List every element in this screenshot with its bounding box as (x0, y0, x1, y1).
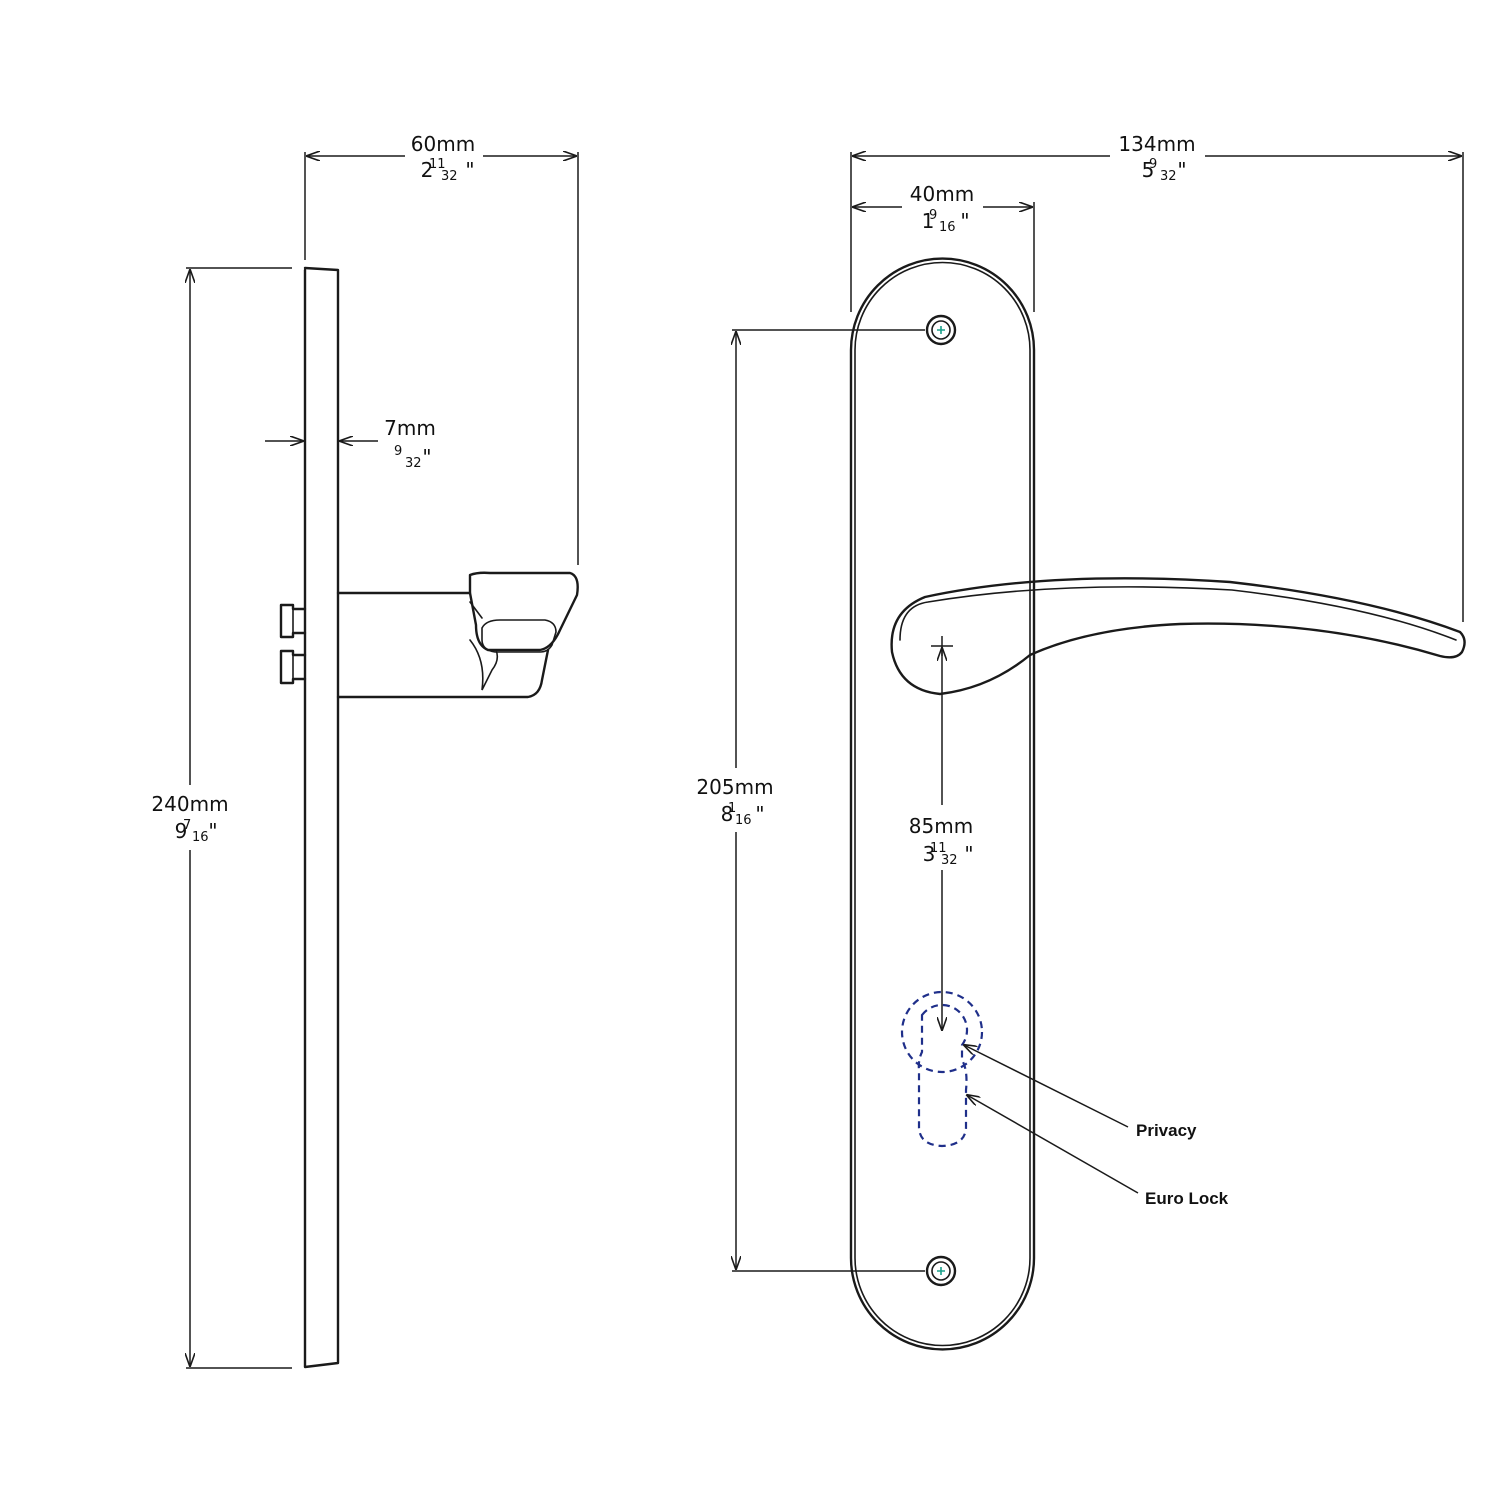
callout-privacy: Privacy (964, 1045, 1197, 1140)
dim-screw-centers-num: 1 (728, 801, 736, 816)
callout-euro-lock: Euro Lock (967, 1095, 1229, 1208)
dim-overall-width-metric: 134mm (1118, 132, 1195, 156)
dim-backset-to-lock-mark: " (964, 842, 973, 866)
privacy-turn-circle (900, 990, 984, 1074)
dim-screw-centers: 205mm 8 1 16 " (696, 329, 925, 1272)
dim-plate-height-whole: 9 (175, 819, 188, 843)
dim-backset-to-lock-num: 11 (930, 841, 947, 856)
dim-plate-width-den: 16 (939, 220, 956, 235)
dim-overall-depth-metric: 60mm (411, 132, 475, 156)
side-handle-rosette (481, 619, 557, 653)
dim-plate-width-metric: 40mm (910, 182, 974, 206)
side-screw-bottom (279, 649, 307, 685)
dim-overall-depth-den: 32 (441, 169, 458, 184)
dim-backset-to-lock-metric: 85mm (909, 814, 973, 838)
side-backplate (303, 266, 340, 1369)
dim-overall-depth-num: 11 (429, 157, 446, 172)
dim-plate-height: 240mm 9 7 16 " (151, 267, 292, 1369)
front-screw-bottom (925, 1255, 957, 1287)
dim-overall-width: 134mm 5 9 32 " (850, 132, 1464, 622)
dim-overall-width-mark: " (1177, 158, 1186, 182)
dim-plate-thickness-mark: " (422, 445, 431, 469)
callout-euro-lock-label: Euro Lock (1145, 1189, 1229, 1208)
dim-backset-to-lock-whole: 3 (923, 842, 936, 866)
dim-overall-depth-whole: 2 (421, 158, 434, 182)
dim-overall-width-whole: 5 (1142, 158, 1155, 182)
dim-overall-width-den: 32 (1160, 169, 1177, 184)
dim-plate-width-mark: " (960, 209, 969, 233)
dim-plate-height-mark: " (208, 819, 217, 843)
front-backplate (849, 257, 1036, 1351)
dim-overall-width-num: 9 (1149, 157, 1157, 172)
dim-plate-width-whole: 1 (922, 209, 935, 233)
front-lever-handle (890, 577, 1466, 696)
dim-screw-centers-whole: 8 (721, 802, 734, 826)
dim-plate-height-num: 7 (183, 818, 191, 833)
dim-backset-to-lock-den: 32 (941, 853, 958, 868)
dim-plate-width: 40mm 1 9 16 " (853, 182, 1035, 312)
dim-overall-depth: 60mm 2 11 32 " (304, 132, 579, 565)
dim-plate-thickness: 7mm 9 32 " (265, 416, 436, 471)
dim-plate-thickness-den: 32 (405, 456, 422, 471)
dim-screw-centers-den: 16 (735, 813, 752, 828)
side-view: 60mm 2 11 32 " 7mm 9 32 " 240mm 9 7 16 " (151, 132, 579, 1369)
dim-backset-to-lock: 85mm 3 11 32 " (909, 636, 974, 1030)
callout-privacy-label: Privacy (1136, 1121, 1197, 1140)
side-handle-lever (468, 571, 579, 652)
dim-plate-width-num: 9 (929, 208, 937, 223)
dim-overall-depth-mark: " (465, 158, 474, 182)
front-screw-top (925, 314, 957, 346)
euro-lock-cutout (900, 990, 984, 1148)
euro-lock-profile (917, 1003, 969, 1148)
dim-plate-height-den: 16 (192, 830, 209, 845)
dim-plate-thickness-metric: 7mm (384, 416, 436, 440)
dim-screw-centers-metric: 205mm (696, 775, 773, 799)
dim-screw-centers-mark: " (755, 802, 764, 826)
dim-plate-height-metric: 240mm (151, 792, 228, 816)
side-handle-neck (336, 591, 550, 699)
side-screw-top (279, 603, 307, 639)
front-view: 134mm 5 9 32 " 40mm 1 9 16 " 205mm 8 1 1… (696, 132, 1466, 1351)
dim-plate-thickness-num: 9 (394, 444, 402, 459)
